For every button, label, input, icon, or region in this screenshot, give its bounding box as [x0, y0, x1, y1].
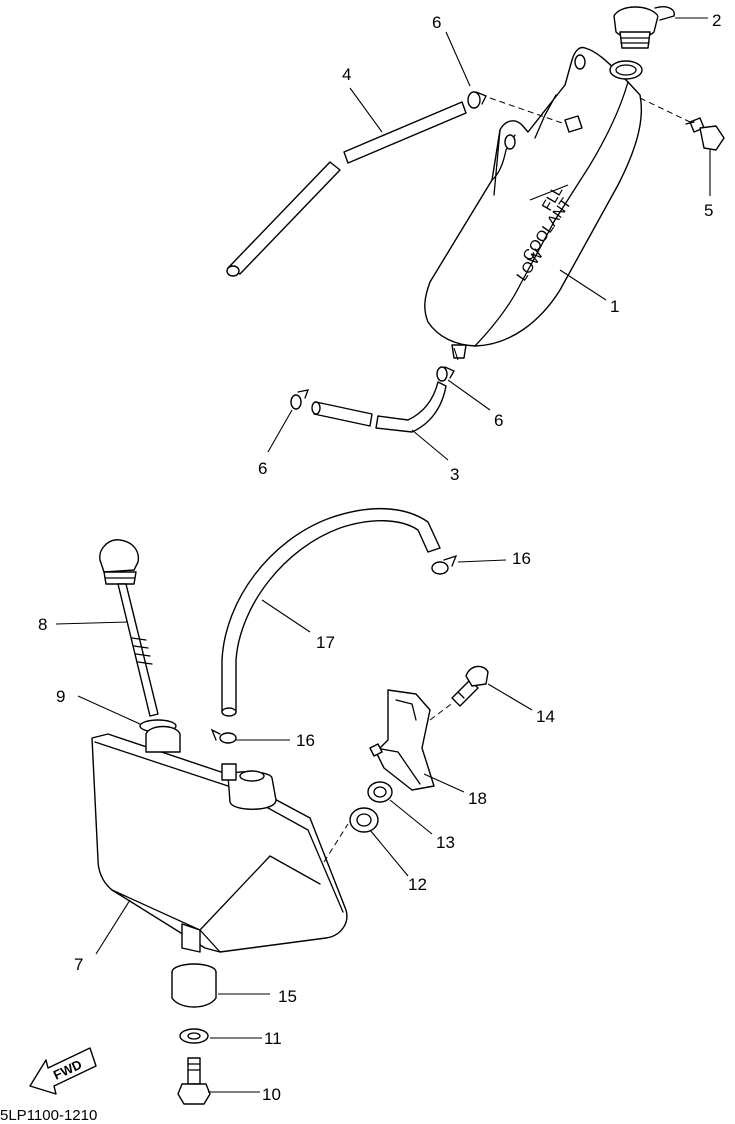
callout-7: 7: [74, 955, 83, 974]
hose-4: [226, 87, 467, 277]
clip-6-mid: [436, 347, 491, 411]
callout-2: 2: [712, 11, 721, 30]
callout-5: 5: [704, 201, 713, 220]
clip-6-left: [267, 389, 310, 453]
callout-1: 1: [610, 297, 619, 316]
clip-16-lower: [210, 728, 290, 744]
callout-labels: 1 2 3 4 5 6 6 6 7 8 9 10 11 12 13 14 15 …: [38, 11, 721, 1104]
clip-6-top: [445, 31, 566, 125]
callout-11: 11: [264, 1029, 282, 1048]
grommet-13: [367, 781, 433, 835]
reservoir-cap: [613, 6, 708, 49]
dipstick-8: [55, 539, 159, 717]
callout-4: 4: [342, 65, 351, 84]
callout-16-lower: 16: [296, 731, 315, 750]
callout-8: 8: [38, 615, 47, 634]
callout-15: 15: [278, 987, 297, 1006]
callout-17: 17: [316, 633, 335, 652]
clip-16-upper: [431, 554, 507, 575]
callout-14: 14: [536, 707, 555, 726]
washer-11: [179, 1028, 262, 1044]
bolt-14: [429, 665, 533, 721]
hose-3: [311, 381, 449, 461]
bolt-5: [639, 97, 725, 196]
oil-tank-7: [91, 725, 349, 955]
callout-6-top: 6: [432, 13, 441, 32]
callout-6-left: 6: [258, 459, 267, 478]
damper-15: [171, 963, 270, 1008]
diagram-code: 5LP1100-1210: [0, 1107, 97, 1124]
hose-17: [221, 507, 441, 717]
grommet-12: [349, 807, 409, 877]
bolt-10: [177, 1057, 260, 1105]
callout-9: 9: [56, 687, 65, 706]
callout-12: 12: [408, 875, 427, 894]
callout-10: 10: [262, 1085, 281, 1104]
coolant-reservoir-tank: FLL COOLANT LOW: [424, 46, 643, 359]
bracket-18: [369, 689, 465, 793]
callout-16-upper: 16: [512, 549, 531, 568]
fwd-arrow-icon: FWD: [29, 1047, 97, 1095]
callout-13: 13: [436, 833, 455, 852]
callout-18: 18: [468, 789, 487, 808]
callout-3: 3: [450, 465, 459, 484]
callout-6-mid: 6: [494, 411, 503, 430]
